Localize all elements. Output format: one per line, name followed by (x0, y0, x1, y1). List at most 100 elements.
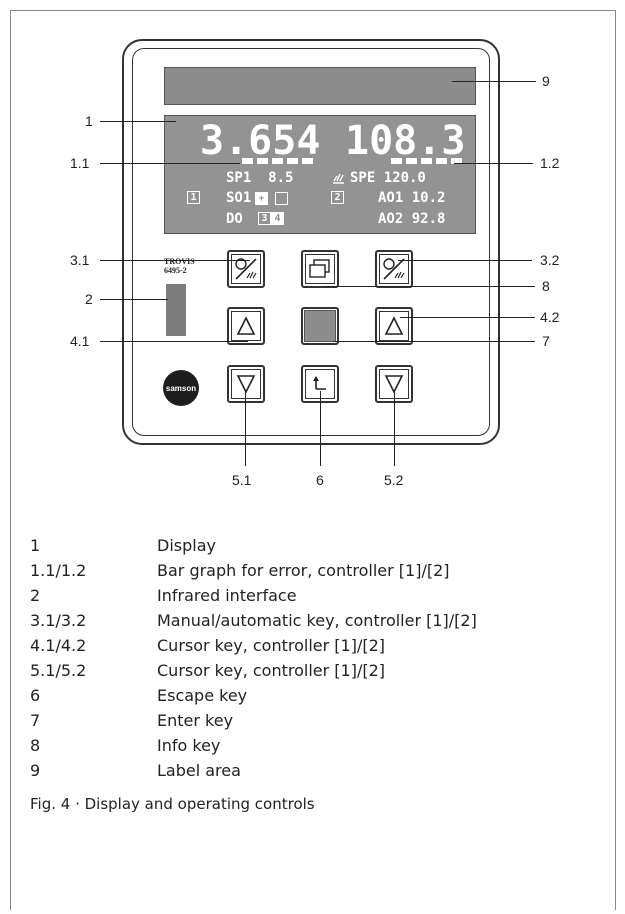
cursor-down-key-1[interactable] (227, 365, 265, 403)
model-name: TROVIS (164, 257, 195, 266)
key-face (379, 311, 409, 341)
enter-key[interactable] (301, 307, 339, 345)
legend: 1 Display 1.1/1.2 Bar graph for error, c… (30, 536, 610, 786)
leader-line-1-2 (454, 163, 533, 164)
bar-segment (436, 158, 447, 164)
legend-item: 4.1/4.2 Cursor key, controller [1]/[2] (30, 636, 610, 661)
legend-item: 8 Info key (30, 736, 610, 761)
leader-line-9 (452, 81, 536, 82)
key-face (379, 254, 409, 284)
triangle-down-icon (236, 375, 256, 394)
label-area (164, 67, 476, 105)
callout-1-2: 1.2 (540, 155, 560, 171)
info-key[interactable] (301, 250, 339, 288)
leader-line-4-2 (400, 317, 535, 318)
display-digital-output: DO (226, 211, 243, 227)
callout-4-1: 4.1 (70, 333, 90, 349)
legend-text: Cursor key, controller [1]/[2] (157, 661, 385, 680)
leader-line-6 (320, 391, 321, 466)
callout-1-1: 1.1 (70, 155, 90, 171)
hand-icon (333, 173, 344, 184)
key-face (231, 369, 261, 399)
manual-automatic-key-1[interactable] (227, 250, 265, 288)
bar-segment (451, 158, 462, 164)
legend-item: 6 Escape key (30, 686, 610, 711)
leader-line-5-2 (394, 391, 395, 466)
legend-number: 9 (30, 761, 41, 780)
bar-segment (242, 158, 253, 164)
legend-number: 5.1/5.2 (30, 661, 87, 680)
bar-segment (391, 158, 402, 164)
legend-number: 7 (30, 711, 41, 730)
leader-line-8 (325, 286, 535, 287)
leader-line-1 (100, 121, 176, 122)
bar-segment (421, 158, 432, 164)
callout-6: 6 (316, 472, 324, 488)
callout-2: 2 (85, 291, 93, 307)
callout-5-2: 5.2 (384, 472, 404, 488)
figure-frame (10, 10, 616, 910)
triangle-up-icon (236, 316, 256, 335)
bar-graph-controller-2 (391, 158, 462, 164)
callout-4-2: 4.2 (540, 309, 560, 325)
legend-text: Escape key (157, 686, 248, 705)
callout-3-2: 3.2 (540, 252, 560, 268)
display-analog-output-2: AO2 92.8 (378, 211, 446, 227)
leader-line-3-2 (398, 260, 532, 261)
bar-segment (302, 158, 313, 164)
figure-caption: Fig. 4 · Display and operating controls (30, 795, 315, 813)
bar-segment (287, 158, 298, 164)
leader-line-2 (100, 299, 168, 300)
key-face (304, 310, 336, 342)
cursor-up-key-1[interactable] (227, 307, 265, 345)
leader-line-5-1 (245, 391, 246, 466)
legend-text: Label area (157, 761, 241, 780)
legend-text: Bar graph for error, controller [1]/[2] (157, 561, 450, 580)
legend-text: Infrared interface (157, 586, 297, 605)
legend-text: Enter key (157, 711, 234, 730)
bar-segment (272, 158, 283, 164)
triangle-up-icon (384, 316, 404, 335)
legend-number: 2 (30, 586, 41, 605)
model-number: 6495-2 (164, 265, 187, 275)
display-setpoint-1: SP1 8.5 (226, 170, 294, 186)
manual-automatic-icon (383, 258, 405, 280)
callout-1: 1 (85, 113, 93, 129)
output-indicator-4: 4 (271, 212, 284, 225)
callout-5-1: 5.1 (232, 472, 252, 488)
output-indicator-empty (275, 192, 288, 205)
leader-line-7 (333, 341, 535, 342)
key-face (231, 311, 261, 341)
key-face (231, 254, 261, 284)
callout-7: 7 (542, 333, 550, 349)
callout-9: 9 (542, 73, 550, 89)
callout-8: 8 (542, 278, 550, 294)
legend-text: Info key (157, 736, 221, 755)
controller-indicator-1: 1 (187, 191, 200, 204)
legend-number: 6 (30, 686, 41, 705)
output-indicator-plus: + (255, 192, 268, 205)
key-face (305, 254, 335, 284)
legend-number: 1.1/1.2 (30, 561, 87, 580)
info-windows-icon (309, 259, 330, 278)
legend-item: 7 Enter key (30, 711, 610, 736)
display-switch-output-1: SO1 (226, 190, 252, 206)
samson-logo: samson (163, 370, 199, 406)
callout-3-1: 3.1 (70, 252, 90, 268)
legend-text: Display (157, 536, 216, 555)
manual-automatic-key-2[interactable] (375, 250, 413, 288)
escape-arrow-icon (313, 376, 326, 390)
bar-graph-controller-1 (242, 158, 313, 164)
leader-line-1-1 (100, 163, 240, 164)
legend-text: Cursor key, controller [1]/[2] (157, 636, 385, 655)
leader-line-3-1 (100, 260, 250, 261)
bar-segment (406, 158, 417, 164)
manual-automatic-icon (235, 258, 257, 280)
legend-number: 8 (30, 736, 41, 755)
legend-item: 9 Label area (30, 761, 610, 786)
cursor-up-key-2[interactable] (375, 307, 413, 345)
display-analog-output-1: AO1 10.2 (378, 190, 446, 206)
legend-item: 2 Infrared interface (30, 586, 610, 611)
legend-number: 3.1/3.2 (30, 611, 87, 630)
display-value-controller-2: 108.3 (345, 118, 466, 164)
